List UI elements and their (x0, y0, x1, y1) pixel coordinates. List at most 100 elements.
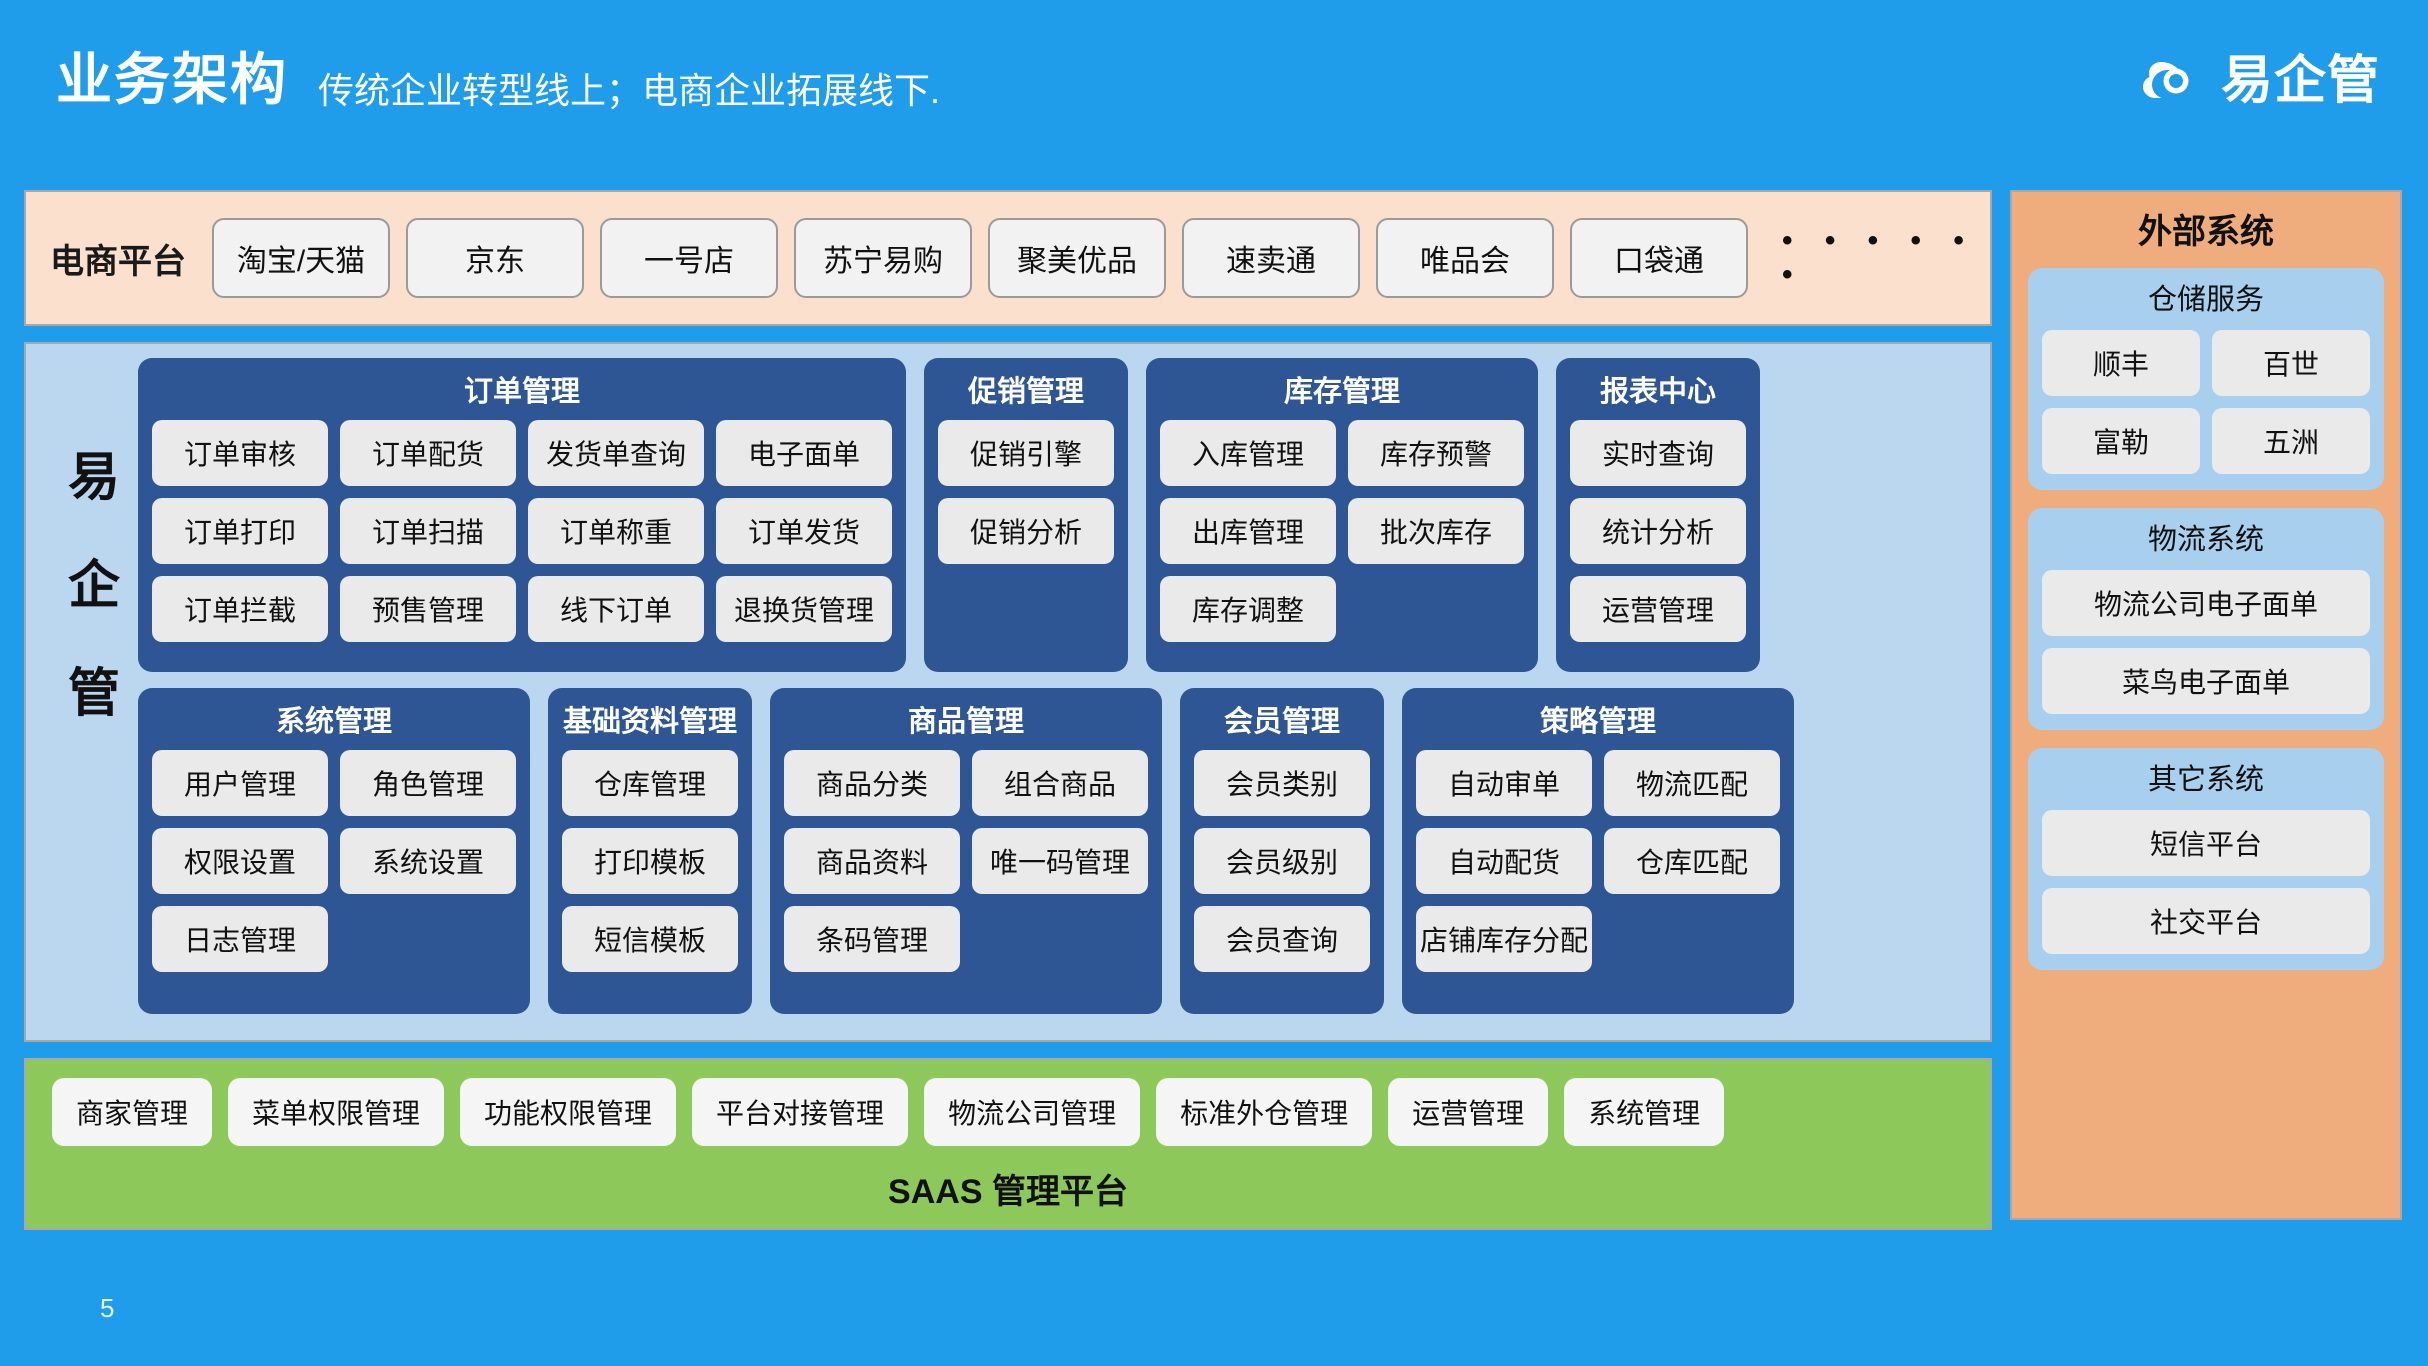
external-system-group-title: 其它系统 (2147, 764, 2264, 796)
module-item[interactable]: 商品分类 (784, 750, 960, 816)
module-item[interactable]: 订单称重 (528, 498, 704, 564)
module-item[interactable]: 预售管理 (340, 576, 516, 642)
module-item[interactable]: 订单打印 (152, 498, 328, 564)
module-item[interactable]: 唯一码管理 (972, 828, 1148, 894)
module-title: 促销管理 (967, 376, 1084, 408)
module-item[interactable]: 批次库存 (1348, 498, 1524, 564)
module-item-grid: 自动审单物流匹配自动配货仓库匹配店铺库存分配 (1416, 750, 1780, 972)
module-card: 策略管理自动审单物流匹配自动配货仓库匹配店铺库存分配 (1402, 688, 1794, 1014)
module-item[interactable]: 组合商品 (972, 750, 1148, 816)
saas-chip[interactable]: 系统管理 (1564, 1078, 1725, 1146)
core-system-vertical-label: 易企管 (52, 424, 136, 748)
module-item[interactable]: 入库管理 (1160, 420, 1336, 486)
module-item[interactable]: 仓库匹配 (1604, 828, 1780, 894)
platform-chip[interactable]: 一号店 (600, 218, 778, 298)
module-item[interactable]: 商品资料 (784, 828, 960, 894)
external-system-item[interactable]: 物流公司电子面单 (2042, 570, 2370, 636)
module-item[interactable]: 短信模板 (562, 906, 738, 972)
platform-chip[interactable]: 口袋通 (1570, 218, 1748, 298)
external-system-item[interactable]: 富勒 (2042, 408, 2200, 474)
platform-chip[interactable]: 速卖通 (1182, 218, 1360, 298)
core-label-char: 易 (67, 449, 120, 507)
module-item[interactable]: 打印模板 (562, 828, 738, 894)
module-item[interactable]: 退换货管理 (716, 576, 892, 642)
saas-chip[interactable]: 商家管理 (52, 1078, 213, 1146)
module-item[interactable]: 自动审单 (1416, 750, 1592, 816)
module-item[interactable]: 订单发货 (716, 498, 892, 564)
external-system-item[interactable]: 社交平台 (2042, 888, 2370, 954)
external-system-group-title: 物流系统 (2147, 524, 2264, 556)
saas-chip[interactable]: 菜单权限管理 (228, 1078, 445, 1146)
module-item[interactable]: 实时查询 (1570, 420, 1746, 486)
module-item[interactable]: 发货单查询 (528, 420, 704, 486)
core-module-row-1: 订单管理订单审核订单配货发货单查询电子面单订单打印订单扫描订单称重订单发货订单拦… (138, 358, 1978, 672)
saas-chip[interactable]: 物流公司管理 (924, 1078, 1141, 1146)
saas-chip[interactable]: 功能权限管理 (460, 1078, 677, 1146)
platform-chip[interactable]: 苏宁易购 (794, 218, 972, 298)
module-item[interactable]: 订单配货 (340, 420, 516, 486)
page-header: 业务架构 传统企业转型线上；电商企业拓展线下. 易企管 (0, 0, 2428, 180)
brand-logo-group: 易企管 (2139, 48, 2380, 114)
module-title: 策略管理 (1539, 706, 1656, 738)
saas-platform-band: 商家管理菜单权限管理功能权限管理平台对接管理物流公司管理标准外仓管理运营管理系统… (24, 1058, 1992, 1230)
module-item[interactable]: 库存调整 (1160, 576, 1336, 642)
module-card: 商品管理商品分类组合商品商品资料唯一码管理条码管理 (770, 688, 1162, 1014)
module-item[interactable]: 会员级别 (1194, 828, 1370, 894)
module-item[interactable]: 促销分析 (938, 498, 1114, 564)
module-item[interactable]: 仓库管理 (562, 750, 738, 816)
module-item[interactable]: 订单审核 (152, 420, 328, 486)
module-item[interactable]: 条码管理 (784, 906, 960, 972)
module-item[interactable]: 角色管理 (340, 750, 516, 816)
module-item[interactable]: 库存预警 (1348, 420, 1524, 486)
ellipsis-indicator: • • • • • • (1782, 224, 1976, 291)
module-item[interactable]: 系统设置 (340, 828, 516, 894)
external-system-item[interactable]: 短信平台 (2042, 810, 2370, 876)
external-system-item[interactable]: 顺丰 (2042, 330, 2200, 396)
external-system-item[interactable]: 菜鸟电子面单 (2042, 648, 2370, 714)
module-card: 订单管理订单审核订单配货发货单查询电子面单订单打印订单扫描订单称重订单发货订单拦… (138, 358, 906, 672)
module-item[interactable]: 线下订单 (528, 576, 704, 642)
page-number: 5 (100, 1293, 115, 1323)
external-system-item[interactable]: 百世 (2212, 330, 2370, 396)
platform-chip[interactable]: 唯品会 (1376, 218, 1554, 298)
module-item[interactable]: 出库管理 (1160, 498, 1336, 564)
module-item[interactable]: 物流匹配 (1604, 750, 1780, 816)
external-system-group: 其它系统短信平台社交平台 (2028, 748, 2384, 970)
module-card: 库存管理入库管理库存预警出库管理批次库存库存调整 (1146, 358, 1538, 672)
core-system-band: 易企管 订单管理订单审核订单配货发货单查询电子面单订单打印订单扫描订单称重订单发… (24, 342, 1992, 1042)
module-item[interactable]: 日志管理 (152, 906, 328, 972)
platform-chip[interactable]: 淘宝/天猫 (212, 218, 390, 298)
module-title: 系统管理 (275, 706, 392, 738)
external-system-item[interactable]: 五洲 (2212, 408, 2370, 474)
ecommerce-platform-label: 电商平台 (50, 242, 186, 281)
module-item[interactable]: 权限设置 (152, 828, 328, 894)
module-item[interactable]: 电子面单 (716, 420, 892, 486)
module-item[interactable]: 促销引擎 (938, 420, 1114, 486)
module-title: 商品管理 (907, 706, 1024, 738)
ecommerce-platform-band: 电商平台 淘宝/天猫京东一号店苏宁易购聚美优品速卖通唯品会口袋通 • • • •… (24, 190, 1992, 326)
module-item-grid: 用户管理角色管理权限设置系统设置日志管理 (152, 750, 516, 972)
platform-chip[interactable]: 京东 (406, 218, 584, 298)
main-column: 电商平台 淘宝/天猫京东一号店苏宁易购聚美优品速卖通唯品会口袋通 • • • •… (24, 190, 1992, 1230)
module-item[interactable]: 订单扫描 (340, 498, 516, 564)
module-item[interactable]: 店铺库存分配 (1416, 906, 1592, 972)
external-system-group: 仓储服务顺丰百世富勒五洲 (2028, 268, 2384, 490)
core-label-char: 管 (67, 665, 120, 723)
saas-chip[interactable]: 标准外仓管理 (1156, 1078, 1373, 1146)
saas-platform-title: SAAS 管理平台 (888, 1173, 1128, 1211)
module-item[interactable]: 运营管理 (1570, 576, 1746, 642)
saas-module-list: 商家管理菜单权限管理功能权限管理平台对接管理物流公司管理标准外仓管理运营管理系统… (52, 1078, 1725, 1146)
module-item[interactable]: 会员查询 (1194, 906, 1370, 972)
external-system-item-grid: 顺丰百世富勒五洲 (2042, 330, 2370, 474)
module-item[interactable]: 订单拦截 (152, 576, 328, 642)
module-item-grid: 商品分类组合商品商品资料唯一码管理条码管理 (784, 750, 1148, 972)
module-item[interactable]: 自动配货 (1416, 828, 1592, 894)
module-item-grid: 促销引擎促销分析 (938, 420, 1114, 564)
saas-chip[interactable]: 运营管理 (1388, 1078, 1549, 1146)
module-title: 库存管理 (1283, 376, 1400, 408)
platform-chip[interactable]: 聚美优品 (988, 218, 1166, 298)
module-item[interactable]: 用户管理 (152, 750, 328, 816)
saas-chip[interactable]: 平台对接管理 (692, 1078, 909, 1146)
module-item[interactable]: 会员类别 (1194, 750, 1370, 816)
module-item[interactable]: 统计分析 (1570, 498, 1746, 564)
